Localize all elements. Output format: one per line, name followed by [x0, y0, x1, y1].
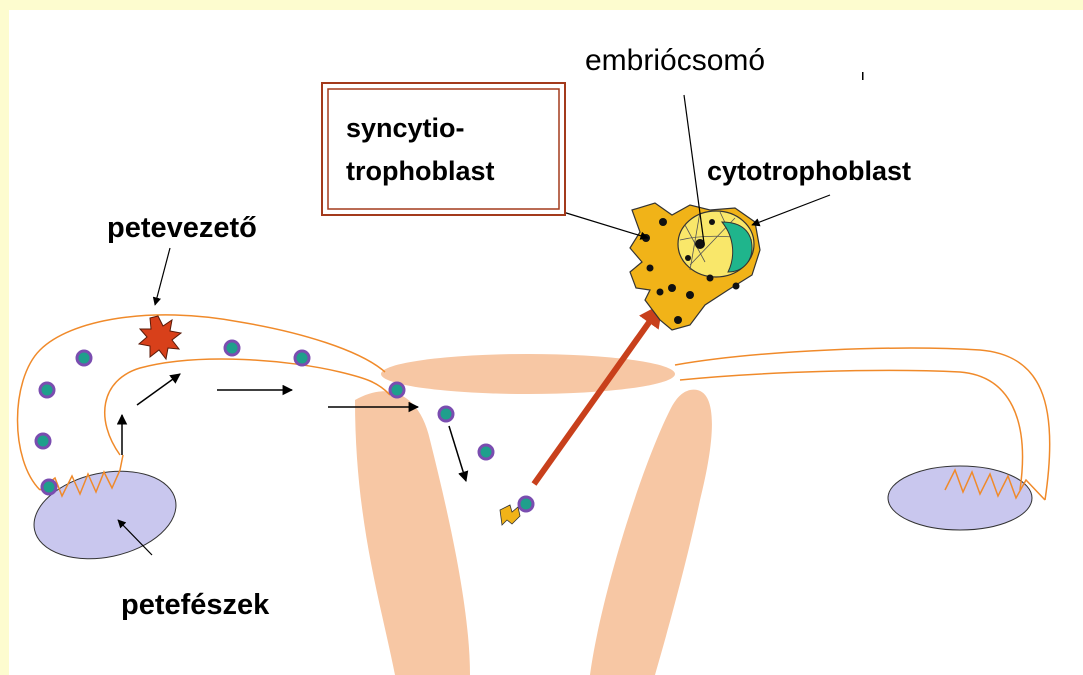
cell	[77, 351, 91, 365]
uterus-fundus	[381, 354, 675, 394]
cell	[295, 351, 309, 365]
oviduct-label: petevezető	[107, 212, 257, 244]
cytotrophoblast-label: cytotrophoblast	[707, 156, 911, 186]
syncytio-label-line2: trophoblast	[346, 156, 495, 186]
cell	[439, 407, 453, 421]
cell	[390, 383, 404, 397]
cell	[42, 480, 56, 494]
implantation-arrow	[534, 307, 660, 484]
fertilization-burst	[139, 316, 181, 359]
cell	[40, 383, 54, 397]
uterus-right-lobe	[590, 390, 712, 675]
left-tube-outer	[18, 315, 386, 490]
syncytio-label-line1: syncytio-	[346, 113, 465, 143]
cell	[479, 445, 493, 459]
uterus-left-lobe	[355, 391, 470, 675]
cell	[36, 434, 50, 448]
blastocyst-illustration	[630, 203, 760, 330]
embryoblast-label: embriócsomó	[585, 44, 765, 77]
cell	[225, 341, 239, 355]
implanting-blastocyst-small	[500, 497, 533, 525]
left-ovary	[26, 459, 184, 571]
stray-mark	[862, 72, 864, 80]
syncytiotrophoblast-label-box: syncytio- trophoblast	[322, 83, 565, 215]
right-ovary	[888, 466, 1032, 530]
ovary-label: petefészek	[121, 589, 270, 621]
